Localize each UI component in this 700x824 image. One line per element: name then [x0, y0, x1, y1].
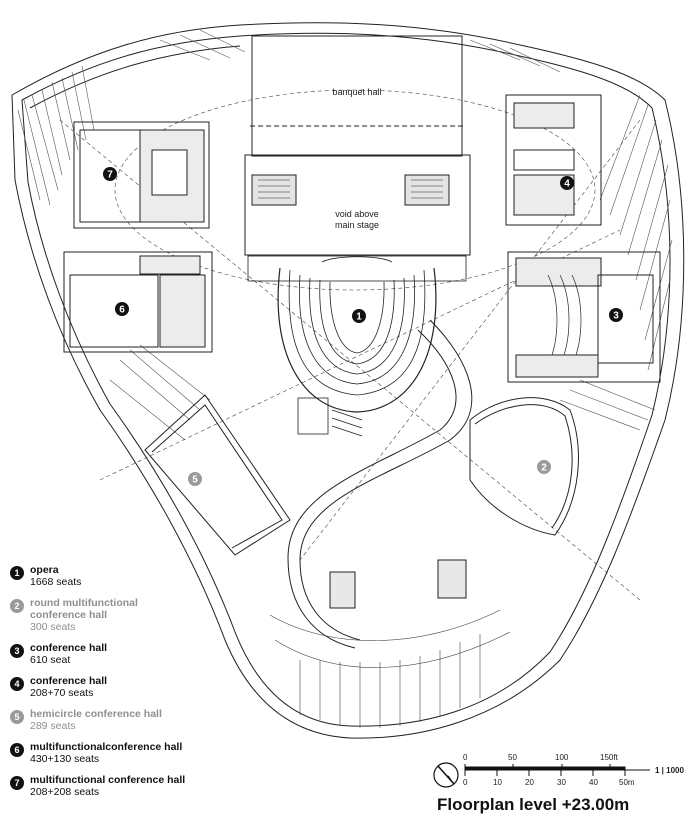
marker-7-text: 7 — [107, 170, 113, 181]
scale-m-tick-0: 0 — [463, 778, 468, 787]
legend-item-6: 6 multifunctionalconference hall 430+130… — [10, 741, 310, 765]
scale-m-tick-1: 10 — [493, 778, 502, 787]
marker-2-text: 2 — [541, 463, 547, 474]
marker-6-text: 6 — [119, 305, 125, 316]
marker-3-text: 3 — [613, 311, 619, 322]
stage-block — [244, 154, 471, 256]
legend-seats-2: 300 seats — [30, 621, 76, 633]
marker-4-text: 4 — [564, 179, 570, 190]
scale-ft-tick-0: 0 — [463, 753, 468, 762]
legend-item-3: 3 conference hall 610 seat — [10, 642, 310, 666]
void-label-line2: main stage — [335, 220, 379, 230]
legend-seats-3: 610 seat — [30, 654, 71, 666]
circulation-path — [287, 319, 473, 649]
legend-name-5: hemicircle conference hall — [30, 708, 162, 720]
scale-m-tick-4: 40 — [589, 778, 598, 787]
legend-seats-7: 208+208 seats — [30, 786, 100, 798]
hall-4 — [505, 94, 602, 226]
scale-m-tick-3: 30 — [557, 778, 566, 787]
banquet-hall-label: banquet hall — [332, 87, 381, 97]
terrace-grid — [269, 609, 511, 728]
legend-seats-6: 430+130 seats — [30, 753, 100, 765]
opera-hall — [247, 255, 467, 413]
legend-num-2: 2 — [10, 599, 24, 613]
legend-seats-5: 289 seats — [30, 720, 76, 732]
marker-5 — [188, 472, 202, 486]
legend-num-6: 6 — [10, 743, 24, 757]
plan-title: Floorplan level +23.00m — [437, 795, 630, 814]
legend-num-1: 1 — [10, 566, 24, 580]
facade-hatching — [17, 29, 673, 441]
legend-item-4: 4 conference hall 208+70 seats — [10, 675, 310, 699]
scale-bar — [464, 764, 650, 776]
marker-1 — [352, 309, 366, 323]
scale-ft-tick-3: 150ft — [600, 753, 618, 762]
legend-num-4: 4 — [10, 677, 24, 691]
lower-shafts — [329, 559, 467, 609]
north-arrow-icon — [433, 762, 459, 788]
legend-name-1: opera — [30, 564, 59, 576]
scale-m-tick-2: 20 — [525, 778, 534, 787]
legend-num-3: 3 — [10, 644, 24, 658]
legend-item-1: 1 opera 1668 seats — [10, 564, 310, 588]
hall-7 — [73, 121, 210, 229]
marker-2 — [537, 460, 551, 474]
legend-item-2: 2 round multifunctional conference hall … — [10, 597, 310, 633]
legend-num-7: 7 — [10, 776, 24, 790]
marker-7 — [103, 167, 117, 181]
legend-name-6: multifunctionalconference hall — [30, 741, 183, 753]
room-markers: 1 2 3 4 5 6 7 — [103, 167, 623, 486]
marker-1-text: 1 — [356, 312, 362, 323]
stair-core — [297, 397, 363, 437]
marker-6 — [115, 302, 129, 316]
hall-6 — [63, 251, 213, 353]
scale-ft-tick-1: 50 — [508, 753, 517, 762]
banquet-hall — [250, 35, 466, 157]
marker-3 — [609, 308, 623, 322]
legend-seats-4: 208+70 seats — [30, 687, 94, 699]
legend-name-3: conference hall — [30, 642, 108, 654]
legend: 1 opera 1668 seats 2 round multifunction… — [10, 564, 310, 807]
marker-4 — [560, 176, 574, 190]
dashed-grid — [59, 89, 641, 601]
legend-item-5: 5 hemicircle conference hall 289 seats — [10, 708, 310, 732]
marker-5-text: 5 — [192, 475, 198, 486]
building-envelope — [11, 22, 685, 739]
legend-seats-1: 1668 seats — [30, 576, 82, 588]
legend-name-4: conference hall — [30, 675, 108, 687]
legend-num-5: 5 — [10, 710, 24, 724]
legend-item-7: 7 multifunctional conference hall 208+20… — [10, 774, 310, 798]
legend-name-7: multifunctional conference hall — [30, 774, 186, 786]
void-label-line1: void above — [335, 209, 379, 219]
hall-3 — [507, 251, 661, 383]
legend-name-2: round multifunctional conference hall — [30, 597, 138, 621]
scale-ft-tick-2: 100 — [555, 753, 569, 762]
hall-5 — [144, 394, 291, 556]
hall-2 — [469, 397, 579, 536]
scale-ratio: 1 | 1000 — [655, 766, 684, 775]
scale-m-tick-5: 50m — [619, 778, 635, 787]
